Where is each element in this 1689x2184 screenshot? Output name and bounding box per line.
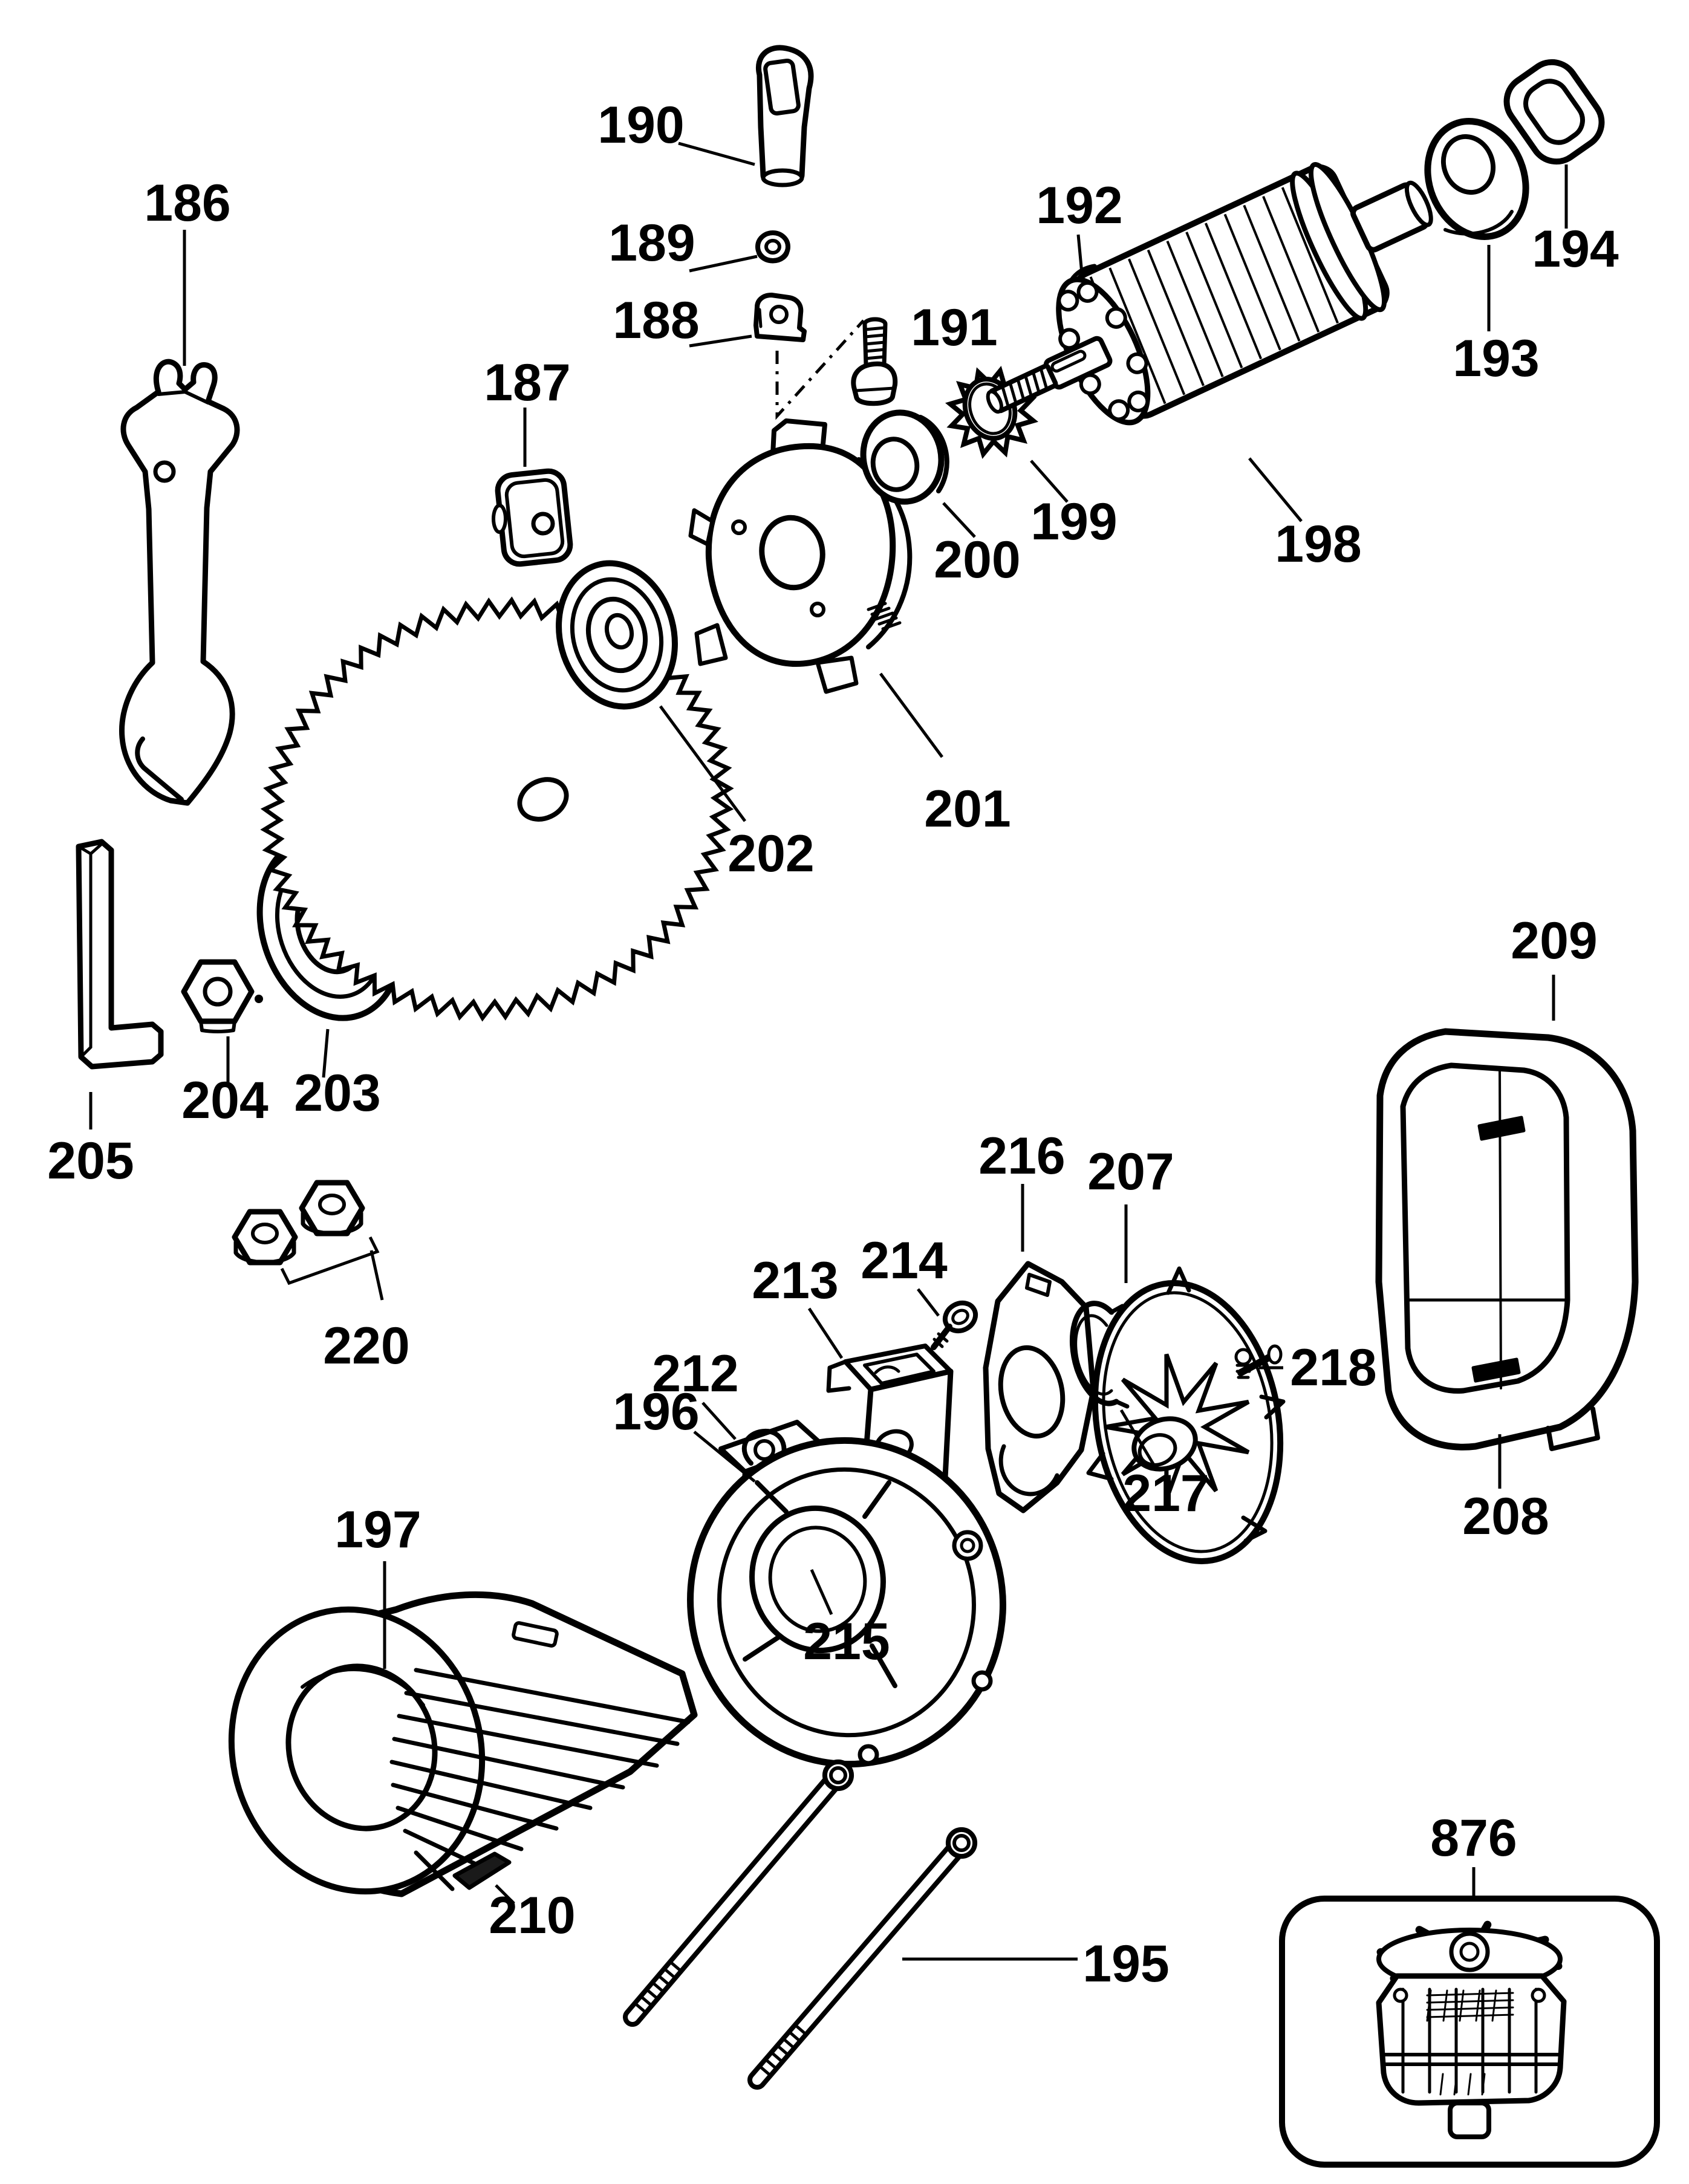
part-leader-214: [917, 1288, 940, 1317]
part-label-202: 202: [727, 825, 815, 883]
part-leader-201: [879, 672, 944, 758]
part-leader-210: [495, 1884, 515, 1905]
part-202-inner-flange-drawing: [556, 560, 678, 710]
part-label-198: 198: [1275, 515, 1362, 573]
assembly-axis-dash-dot: [775, 319, 865, 420]
part-label-197: 197: [334, 1501, 421, 1559]
part-191-screw-drawing: [851, 317, 898, 406]
part-205-hex-key-drawing: [76, 839, 164, 1070]
part-label-210: 210: [489, 1887, 576, 1945]
part-label-216: 216: [978, 1127, 1066, 1185]
part-label-213: 213: [752, 1252, 839, 1310]
part-label-214: 214: [861, 1232, 948, 1290]
part-label-876: 876: [1430, 1809, 1517, 1867]
part-label-201: 201: [924, 780, 1011, 838]
part-leader-188: [689, 334, 752, 348]
part-label-209: 209: [1511, 912, 1598, 970]
part-leader-196: [693, 1431, 756, 1483]
part-186-open-end-wrench-drawing: [119, 359, 240, 806]
part-label-196: 196: [613, 1383, 700, 1441]
group-bracket-220: [280, 1236, 380, 1285]
part-label-191: 191: [911, 299, 998, 357]
part-220-nut-pair-drawing: [232, 1180, 365, 1266]
annotation-lines-layer: [280, 319, 865, 1285]
part-label-187: 187: [484, 354, 571, 412]
part-208-housing-drawing: [1375, 1028, 1639, 1451]
part-216-plate-drawing: [983, 1261, 1096, 1513]
part-leader-212: [701, 1402, 737, 1440]
part-label-212: 212: [652, 1345, 739, 1403]
part-label-217: 217: [1122, 1464, 1209, 1523]
part-label-204: 204: [181, 1071, 268, 1129]
part-label-199: 199: [1030, 493, 1118, 551]
part-leader-200: [942, 502, 976, 538]
part-189-washer-drawing: [755, 230, 790, 264]
part-197-field-drawing: [228, 1591, 698, 1897]
part-leader-217: [1119, 1409, 1157, 1468]
part-label-189: 189: [608, 214, 695, 272]
part-leader-190: [678, 141, 755, 166]
part-label-218: 218: [1290, 1339, 1377, 1397]
part-leader-199: [1030, 460, 1069, 503]
part-188-clamp-nut-drawing: [753, 293, 807, 342]
part-210-terminal-bar-drawing: [452, 1851, 512, 1890]
part-label-207: 207: [1087, 1143, 1174, 1201]
part-876-motor-assembly-drawing: [1279, 1896, 1660, 2168]
part-196-end-bell-drawing: [687, 1428, 1006, 1768]
part-207-fan-drawing: [1086, 1266, 1286, 1564]
part-label-193: 193: [1453, 330, 1540, 388]
part-187-lock-button-drawing: [492, 468, 573, 567]
part-195-bolts-drawing: [623, 1759, 978, 2090]
part-198-armature-drawing: [986, 161, 1433, 426]
part-190-key-drawing: [756, 45, 814, 187]
part-leader-192: [1076, 234, 1084, 274]
part-label-203: 203: [294, 1064, 381, 1122]
part-leader-220: [369, 1250, 384, 1301]
part-label-188: 188: [613, 291, 700, 349]
part-label-200: 200: [934, 531, 1021, 589]
part-leader-213: [807, 1307, 844, 1359]
part-200-bearing-drawing: [860, 409, 949, 505]
part-leader-215: [810, 1568, 833, 1616]
part-label-220: 220: [323, 1317, 410, 1375]
part-label-215: 215: [803, 1613, 890, 1671]
part-label-194: 194: [1532, 220, 1619, 278]
part-labels-layer: 186 187 188 189 190 191 192 193 194 195 196 197 198 1…: [47, 96, 1619, 1993]
parts-layer: [76, 45, 1660, 2168]
part-214-screw-drawing: [931, 1300, 978, 1350]
part-193-bearing-drawing: [1424, 118, 1529, 240]
part-label-195: 195: [1082, 1935, 1170, 1993]
part-label-208: 208: [1462, 1487, 1549, 1545]
part-label-190: 190: [597, 96, 685, 154]
part-204-hex-nut-drawing: [181, 959, 263, 1033]
part-leader-203: [322, 1029, 330, 1078]
part-label-205: 205: [47, 1132, 134, 1190]
part-leader-202: [659, 705, 747, 822]
part-218-set-screw-drawing: [1234, 1348, 1252, 1379]
part-leader-198: [1248, 457, 1303, 522]
part-label-192: 192: [1036, 177, 1123, 235]
part-217-cclip-drawing: [1069, 1301, 1130, 1409]
part-leader-189: [689, 255, 758, 273]
part-label-186: 186: [144, 174, 231, 232]
part-194-retainer-drawing: [1503, 59, 1605, 165]
